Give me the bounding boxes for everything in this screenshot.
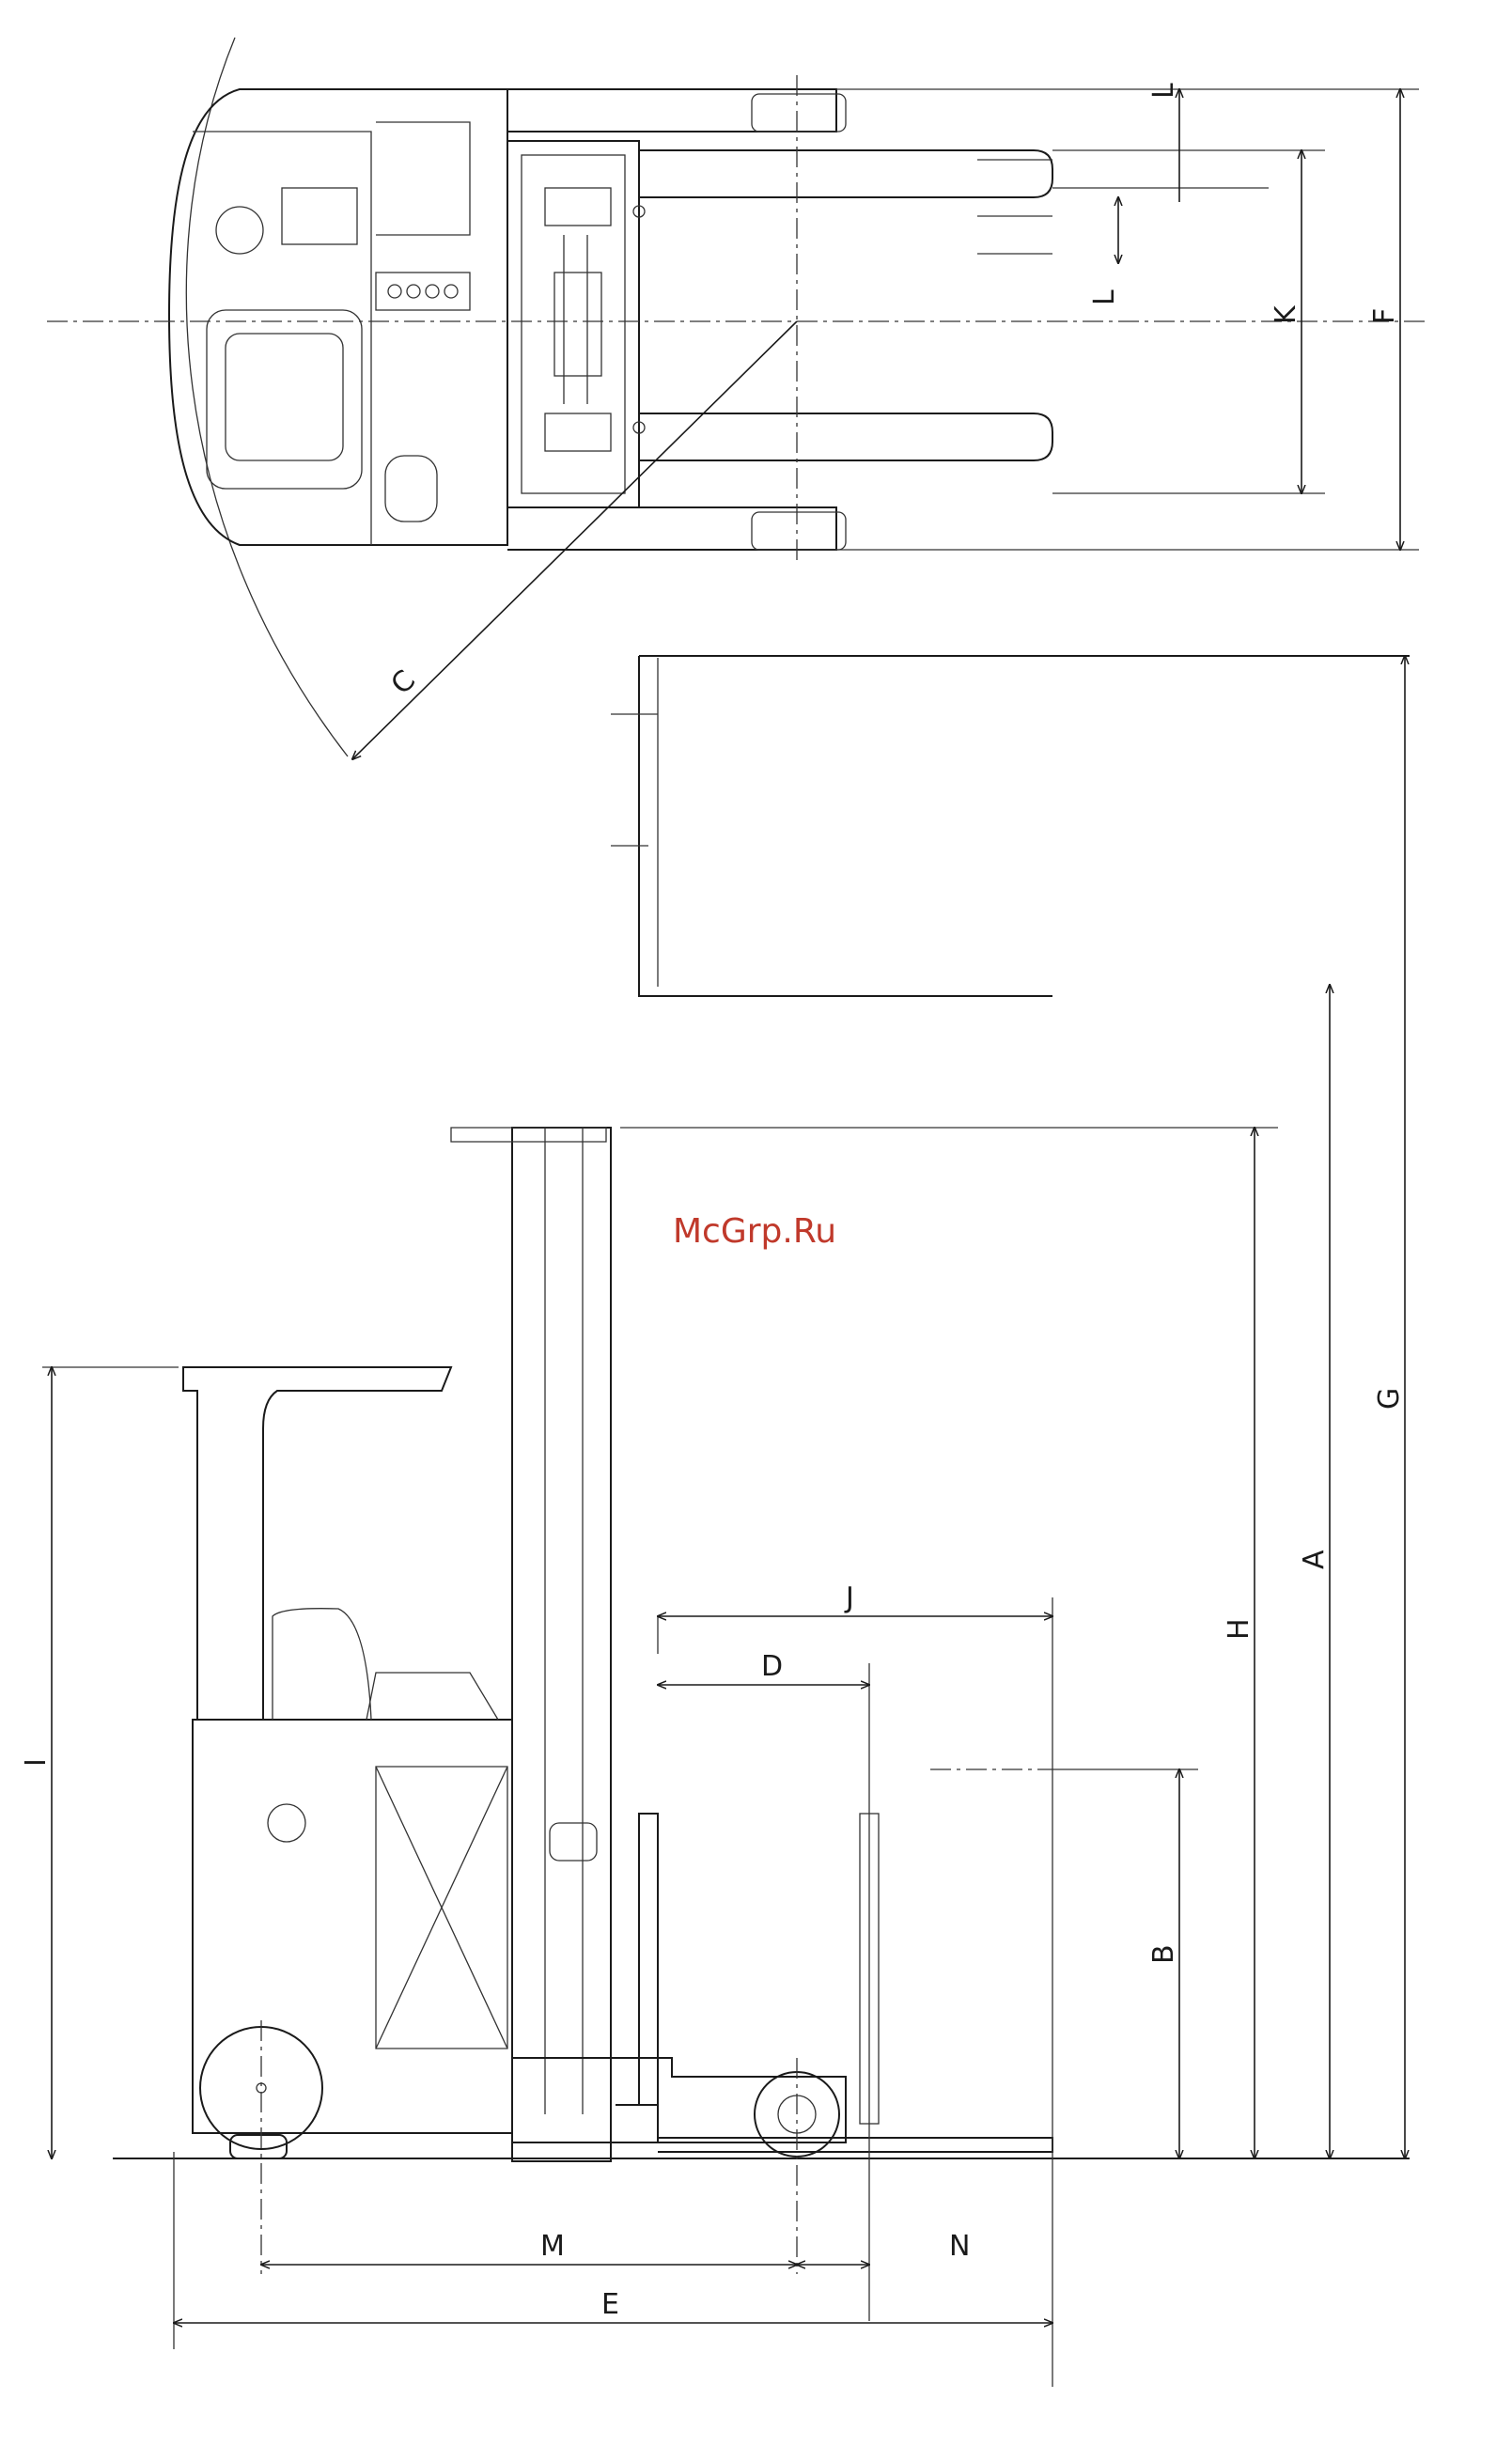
outrigger bbox=[512, 2058, 846, 2142]
label-d: D bbox=[761, 1650, 783, 1683]
label-m: M bbox=[540, 2230, 565, 2263]
top-mast-frame bbox=[507, 141, 639, 507]
dimension-labels: C F K L L G A H B I J D M N E bbox=[20, 83, 1406, 2321]
top-outrigger-upper bbox=[507, 89, 836, 132]
raised-carriage bbox=[639, 656, 1410, 996]
top-fork-lower bbox=[639, 413, 1052, 460]
label-h: H bbox=[1223, 1618, 1255, 1640]
label-e: E bbox=[601, 2288, 619, 2321]
label-f: F bbox=[1368, 308, 1401, 324]
lowered-fork bbox=[658, 2138, 1052, 2152]
side-view bbox=[42, 656, 1410, 2387]
overhead-guard bbox=[183, 1367, 451, 1720]
truck-body bbox=[193, 1720, 512, 2133]
label-b: B bbox=[1147, 1944, 1180, 1964]
watermark: McGrp.Ru bbox=[673, 1212, 836, 1251]
label-i: I bbox=[20, 1758, 53, 1767]
mast bbox=[512, 1128, 611, 2161]
label-k: K bbox=[1270, 304, 1302, 324]
label-a: A bbox=[1298, 1550, 1331, 1569]
label-l-mid: L bbox=[1088, 289, 1121, 305]
label-n: N bbox=[949, 2230, 970, 2263]
label-l-top: L bbox=[1147, 83, 1180, 99]
top-body-outline bbox=[169, 89, 507, 545]
turning-radius-arc bbox=[186, 38, 348, 756]
top-fork-upper bbox=[639, 150, 1052, 197]
label-j: J bbox=[844, 1581, 854, 1614]
top-view bbox=[47, 38, 1428, 759]
top-outrigger-lower bbox=[507, 507, 836, 550]
label-g: G bbox=[1373, 1388, 1406, 1410]
